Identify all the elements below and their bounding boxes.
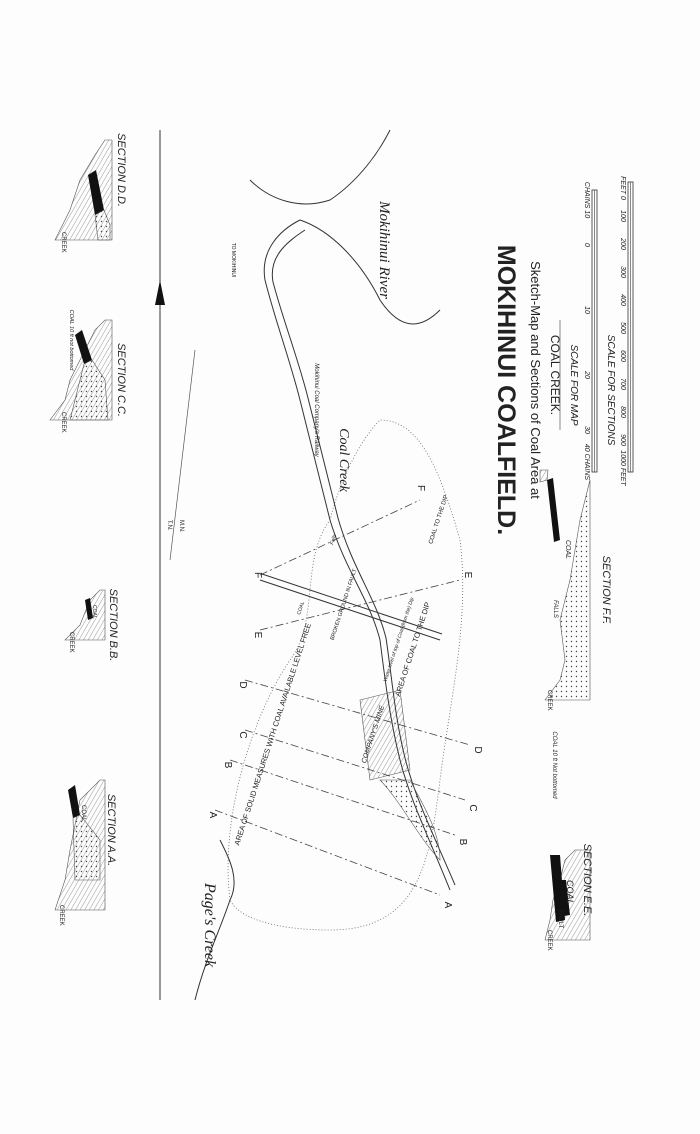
fault-zone (259, 573, 443, 641)
sections-scale-tick: 400 (619, 294, 626, 306)
map-scale-title: SCALE FOR MAP (568, 344, 579, 425)
mokihinui-river (249, 129, 441, 325)
svg-text:CREEK: CREEK (68, 632, 74, 653)
section-aa: CREEK COAL SECTION A.A. (54, 779, 117, 926)
svg-text:COAL: COAL (80, 805, 86, 822)
section-line-letter: C (237, 731, 248, 738)
map-scale-tick: 0 (583, 243, 590, 247)
section-line-letter: D (472, 746, 483, 753)
sections-scale-title: SCALE FOR SECTIONS (605, 335, 616, 446)
section-dd: CREEK SECTION D.D. (54, 133, 127, 253)
section-bb-label: SECTION B.B. (107, 589, 119, 662)
section-ff-label: SECTION F.F. (600, 556, 612, 625)
section-line-letter: D (237, 681, 248, 688)
sections-scale-tick: 800 (619, 406, 626, 418)
section-dd-label: SECTION D.D. (115, 133, 127, 207)
svg-text:COAL 10 ft Not bottomed: COAL 10 ft Not bottomed (551, 731, 557, 799)
svg-text:CREEK: CREEK (60, 412, 66, 433)
svg-text:FALLS: FALLS (552, 600, 558, 618)
map-scale-tick: 40 CHAINS (583, 444, 590, 481)
svg-text:M.N.: M.N. (178, 520, 184, 533)
pages-creek (194, 839, 235, 1001)
section-line-letter: C (467, 804, 478, 811)
map-scale-tick: 20 (583, 370, 590, 379)
svg-text:COAL 10 ft not bottomed: COAL 10 ft not bottomed (68, 310, 74, 372)
section-cc-label: SECTION C.C. (115, 343, 127, 417)
sections-scale-tick: 300 (619, 266, 626, 278)
section-line-letter: F (415, 485, 426, 491)
sections-scale-tick: 700 (619, 378, 626, 390)
coal-dip-label: COAL TO THE DIP (428, 494, 450, 544)
sections-scale-tick: 100 (619, 210, 626, 222)
north-arrow: T.N. M.N. (155, 130, 196, 1000)
section-line-letter: B (222, 762, 233, 769)
section-lines (214, 499, 471, 896)
svg-text:COAL: COAL (565, 880, 575, 905)
svg-text:COAL: COAL (91, 605, 97, 619)
map-scale-tick: 30 (583, 426, 590, 434)
section-aa-label: SECTION A.A. (105, 794, 117, 866)
svg-text:COAL: COAL (296, 601, 306, 616)
sections-scale-bar (627, 181, 634, 473)
svg-text:COAL: COAL (564, 540, 571, 559)
section-ee: CREEK FAULT COAL COAL 10 ft Not bottomed… (544, 731, 593, 951)
sections-scale-tick: 1000 FEET (619, 450, 626, 486)
coal-outcrop (379, 779, 441, 861)
company-mine-workings (359, 689, 411, 781)
river-label: Mokihinui River (376, 200, 392, 299)
map-scale-tick: CHAINS 10 (583, 182, 590, 218)
section-cc: CREEK COAL 10 ft not bottomed SECTION C.… (49, 310, 127, 433)
sections-scale-tick: 500 (619, 322, 626, 334)
map-title: MOKIHINUI COALFIELD. (492, 245, 520, 535)
sections-scale-tick: 900 (619, 434, 626, 446)
to-mokihinui-label: TO MOKIHINUI (230, 243, 236, 278)
svg-text:Falls: Falls (329, 533, 338, 545)
map-subtitle: Sketch-Map and Sections of Coal Area at (528, 261, 543, 499)
solid-measures-boundary (227, 419, 464, 931)
svg-text:CREEK: CREEK (60, 232, 66, 253)
section-line-letter: A (207, 812, 218, 819)
section-line-letter: A (442, 902, 453, 909)
sections-scale-tick: 200 (619, 237, 626, 250)
pages-creek-label: Page's Creek (201, 882, 218, 968)
svg-text:CREEK: CREEK (58, 905, 64, 926)
svg-text:FAULT: FAULT (557, 910, 563, 929)
railway-label: Mokihinui Coal Company's Railway (313, 363, 319, 458)
sections-scale-tick: FEET 0 (619, 176, 626, 200)
map-scale-tick: 10 (583, 306, 590, 314)
section-ff: CREEK FALLS COAL SECTION F.F. (539, 469, 612, 711)
section-line-letter: B (457, 839, 468, 846)
svg-text:T.N.: T.N. (166, 520, 172, 531)
section-line-letter: E (252, 632, 263, 639)
section-ee-label: SECTION E.E. (581, 844, 593, 917)
coal-creek (263, 219, 451, 891)
section-line-letter: F (252, 572, 263, 578)
map-scale-bar (591, 189, 598, 473)
sections-scale-tick: 600 (619, 350, 626, 362)
svg-text:CREEK: CREEK (546, 690, 552, 711)
section-bb: CREEK COAL SECTION B.B. (64, 589, 119, 662)
svg-text:CREEK: CREEK (546, 930, 552, 951)
coal-creek-label: Coal Creek (336, 428, 351, 492)
section-line-letter: E (462, 572, 473, 579)
map-place: COAL CREEK. (548, 335, 562, 415)
